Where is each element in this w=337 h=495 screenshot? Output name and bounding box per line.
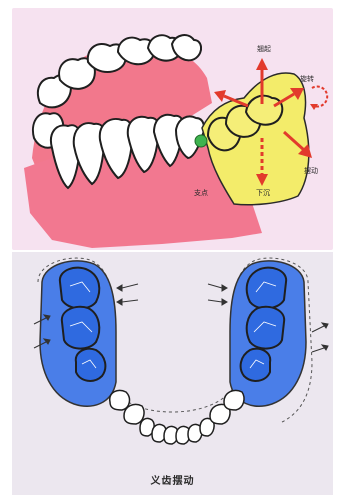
fulcrum-dot	[195, 135, 207, 147]
label-sway: 摆动	[304, 166, 318, 176]
mandible-illustration	[12, 8, 333, 250]
label-sink: 下沉	[256, 188, 270, 198]
label-lift: 翘起	[257, 44, 271, 54]
rotate-icon	[310, 87, 327, 110]
natural-front-teeth	[110, 390, 244, 444]
mandible-diagram-slide: 翘起 旋转 摆动 下沉 支点	[12, 8, 333, 250]
label-rotate: 旋转	[300, 74, 314, 84]
diagram-caption: 义齿摆动	[12, 472, 333, 487]
denture-topview-illustration	[12, 252, 333, 495]
label-fulcrum: 支点	[194, 188, 208, 198]
denture-sway-slide: 义齿摆动	[12, 252, 333, 495]
